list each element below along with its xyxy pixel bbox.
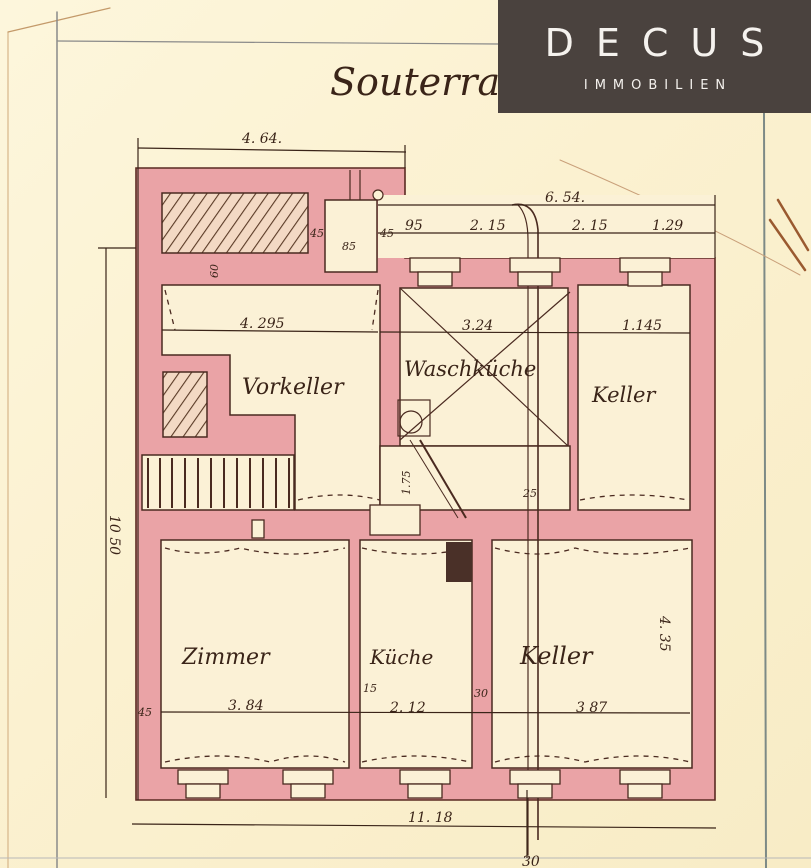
decus-logo: DECUS IMMOBILIEN bbox=[498, 0, 811, 113]
dim-top-left-width: 4. 64. bbox=[241, 131, 282, 147]
room-height-keller-lower: 4. 35 bbox=[656, 615, 672, 652]
room-vorkeller bbox=[161, 284, 381, 511]
waschkuche-details bbox=[397, 287, 571, 519]
room-dim-zimmer: 3. 84 bbox=[228, 698, 264, 714]
logo-tagline: IMMOBILIEN bbox=[583, 78, 733, 93]
dim-wall-45-b: 45 bbox=[379, 227, 394, 240]
room-label-zimmer: Zimmer bbox=[181, 645, 271, 670]
dim-chimney-85: 85 bbox=[342, 240, 356, 253]
room-keller-upper bbox=[577, 284, 691, 511]
plan-title: Souterra bbox=[330, 60, 500, 104]
room-zimmer bbox=[160, 539, 350, 769]
dim-segment-215-a: 2. 15 bbox=[469, 218, 506, 234]
vault-arcs bbox=[164, 289, 691, 763]
dim-total-width: 11. 18 bbox=[408, 810, 453, 826]
windows bbox=[177, 257, 671, 799]
hatched-block-top bbox=[161, 192, 309, 254]
stairs bbox=[141, 454, 295, 511]
dim-segment-95: 95 bbox=[405, 218, 423, 234]
boiler-icon bbox=[399, 410, 423, 434]
hatched-block-left bbox=[162, 371, 208, 438]
dim-corridor-25: 25 bbox=[522, 487, 537, 500]
dimension-lines bbox=[98, 138, 717, 858]
dim-segment-129: 1.29 bbox=[652, 218, 683, 234]
page-border bbox=[0, 7, 811, 868]
room-dim-keller-upper: 1.145 bbox=[622, 318, 662, 334]
dim-segment-215-b: 2. 15 bbox=[571, 218, 608, 234]
dim-wall-45-a: 45 bbox=[309, 227, 324, 240]
room-dim-kuche: 2. 12 bbox=[389, 700, 426, 716]
room-dim-waschkuche: 3.24 bbox=[462, 318, 493, 334]
room-label-vorkeller: Vorkeller bbox=[242, 375, 345, 400]
room-dim-keller-lower: 3 87 bbox=[576, 700, 607, 716]
dim-total-height: 10 50 bbox=[106, 515, 122, 555]
room-label-waschkuche: Waschküche bbox=[404, 357, 536, 381]
dim-wall-45-c: 45 bbox=[137, 706, 152, 719]
kitchen-stove-block bbox=[446, 542, 472, 582]
dim-bottom-offset: 30 bbox=[522, 854, 540, 868]
logo-brand: DECUS bbox=[544, 21, 787, 65]
dim-wall-60: 60 bbox=[208, 264, 221, 278]
stair-treads bbox=[147, 458, 290, 508]
dim-stair-175: 1.75 bbox=[400, 471, 413, 496]
room-label-keller-lower: Keller bbox=[519, 642, 594, 670]
room-label-kuche: Küche bbox=[369, 645, 433, 669]
dim-wall-15: 15 bbox=[363, 682, 377, 695]
dim-top-right-width: 6. 54. bbox=[545, 190, 585, 206]
dim-wall-30: 30 bbox=[474, 687, 488, 700]
chimney-box bbox=[324, 199, 378, 273]
room-label-keller-upper: Keller bbox=[591, 383, 657, 407]
room-dim-vorkeller: 4. 295 bbox=[239, 316, 285, 332]
room-keller-lower bbox=[491, 539, 693, 769]
